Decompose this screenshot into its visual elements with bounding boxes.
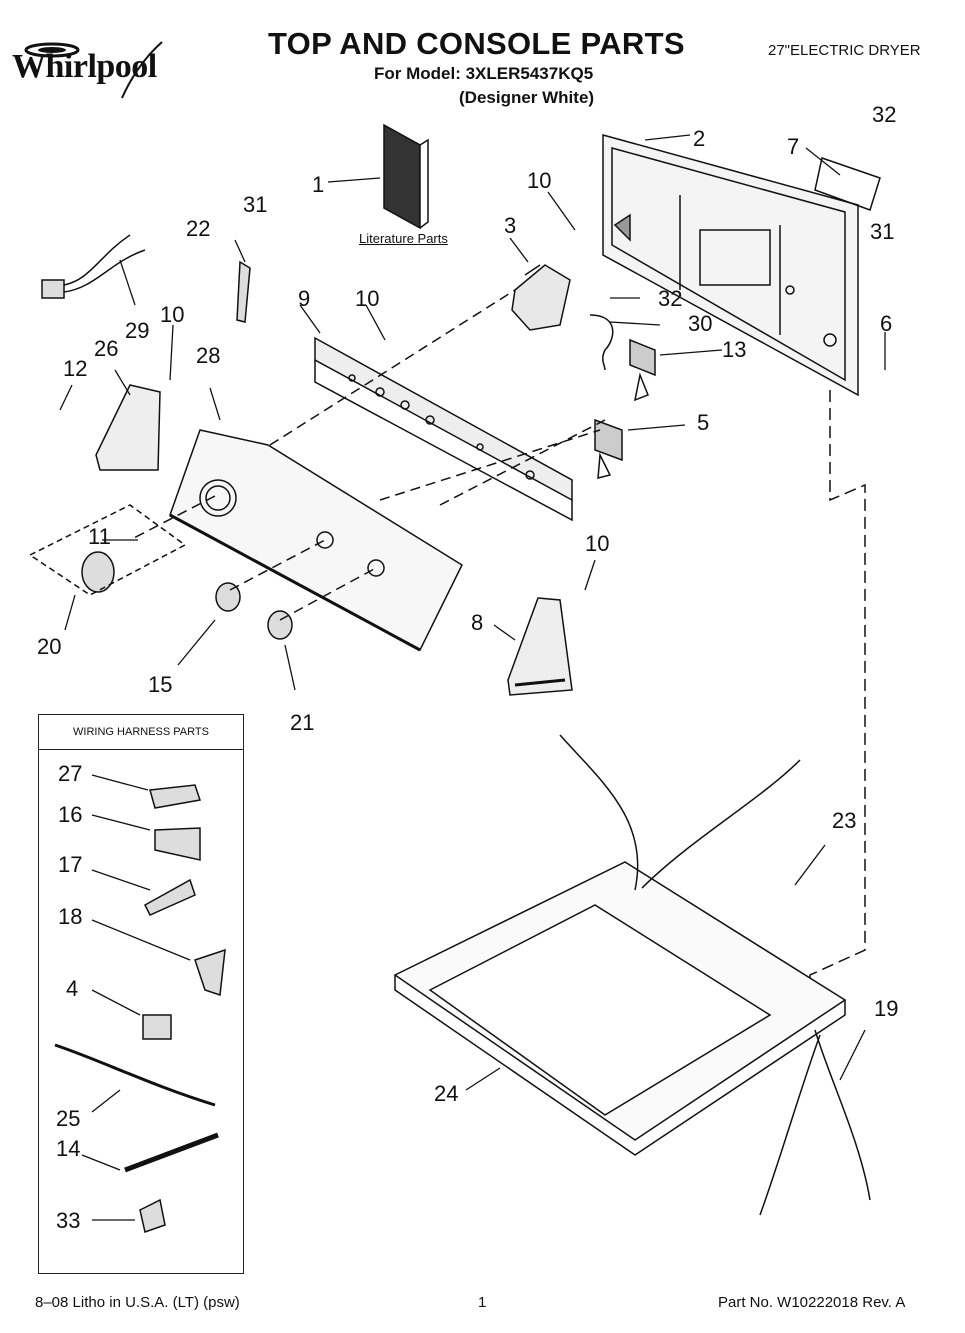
part-bracket — [814, 157, 881, 211]
product-type: 27"ELECTRIC DRYER — [768, 42, 921, 59]
callout-27: 27 — [58, 761, 83, 786]
part-11-outline — [28, 504, 187, 596]
literature-parts-label: Literature Parts — [359, 231, 448, 246]
part-literature — [383, 123, 429, 230]
callout-7: 7 — [787, 134, 800, 159]
part-knob-20 — [81, 551, 115, 593]
brand-name: Whirlpool — [12, 48, 157, 85]
part-switch — [511, 264, 571, 331]
callout-30: 30 — [688, 311, 713, 336]
callout-24: 24 — [434, 1081, 459, 1106]
callout-16: 16 — [58, 802, 83, 827]
part-knob-21 — [267, 610, 293, 640]
callout-28: 28 — [196, 343, 221, 368]
callout-31-a: 31 — [243, 192, 268, 217]
callout-31-b: 31 — [870, 219, 895, 244]
callout-9: 9 — [298, 286, 311, 311]
part-wire-30 — [589, 314, 614, 371]
callout-3: 3 — [504, 213, 517, 238]
part-console-bracket — [314, 336, 573, 522]
part-number: Part No. W10222018 Rev. A — [718, 1294, 906, 1311]
callout-25: 25 — [56, 1106, 81, 1131]
part-5 — [594, 418, 623, 462]
part-harness-19 — [559, 734, 871, 1216]
callout-15: 15 — [148, 672, 173, 697]
callout-29: 29 — [125, 318, 150, 343]
page-title: TOP AND CONSOLE PARTS — [268, 26, 685, 61]
callout-10-d: 10 — [585, 531, 610, 556]
callout-14: 14 — [56, 1136, 81, 1161]
callout-19: 19 — [874, 996, 899, 1021]
callout-17: 17 — [58, 852, 83, 877]
part-top — [393, 861, 847, 1156]
callout-10-c: 10 — [160, 302, 185, 327]
callout-6: 6 — [880, 311, 893, 336]
callout-5: 5 — [697, 410, 710, 435]
part-knob-15 — [215, 582, 241, 612]
page-number: 1 — [478, 1294, 487, 1311]
print-info: 8–08 Litho in U.S.A. (LT) (psw) — [35, 1294, 240, 1311]
assembly-line-right — [809, 390, 866, 1010]
wiring-harness-box — [38, 714, 244, 1274]
wiring-harness-title: WIRING HARNESS PARTS — [38, 714, 244, 750]
callout-18: 18 — [58, 904, 83, 929]
part-harness-29 — [41, 234, 146, 299]
assembly-lines — [129, 289, 606, 621]
callout-33: 33 — [56, 1208, 81, 1233]
callout-22: 22 — [186, 216, 211, 241]
leader-lines — [59, 134, 886, 1221]
callout-10-b: 10 — [355, 286, 380, 311]
callout-13: 13 — [722, 337, 747, 362]
callout-32-b: 32 — [658, 286, 683, 311]
callout-10-a: 10 — [527, 168, 552, 193]
part-console — [169, 429, 463, 652]
logo-swirl-icon — [24, 41, 163, 99]
callout-12: 12 — [63, 356, 88, 381]
callout-23: 23 — [832, 808, 857, 833]
variant-line: (Designer White) — [459, 88, 595, 107]
callout-21: 21 — [290, 710, 315, 735]
part-endcap-right — [507, 597, 573, 696]
part-console-back-panel — [602, 134, 859, 397]
part-13 — [629, 338, 656, 377]
model-line: For Model: 3XLER5437KQ5 — [374, 64, 594, 83]
callout-2: 2 — [693, 126, 706, 151]
callout-4: 4 — [66, 976, 79, 1001]
harness-box-drawings — [54, 784, 226, 1233]
callout-32-a: 32 — [872, 102, 897, 127]
part-endcap-left — [95, 384, 161, 471]
part-22 — [236, 260, 251, 323]
whirlpool-logo: Whirlpool — [12, 40, 190, 100]
callout-1: 1 — [312, 172, 325, 197]
callout-11: 11 — [88, 524, 111, 549]
callout-26: 26 — [94, 336, 119, 361]
callout-20: 20 — [37, 634, 62, 659]
callout-8: 8 — [471, 610, 484, 635]
